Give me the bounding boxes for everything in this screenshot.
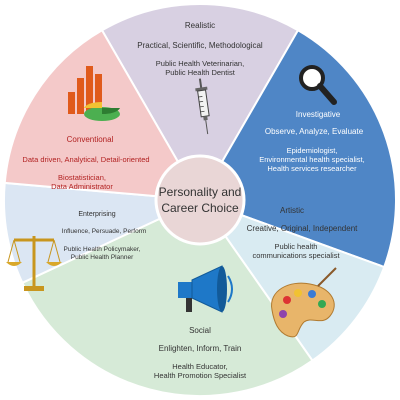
investigative-career-3: Health services researcher	[267, 164, 357, 173]
syringe-icon	[195, 78, 210, 135]
conventional-career-1: Biostatistician,	[58, 173, 106, 182]
chart-icon	[68, 66, 120, 121]
social-career-1: Health Educator,	[172, 362, 227, 371]
realistic-career-1: Public Health Veterinarian,	[156, 59, 244, 68]
conventional-title: Conventional	[67, 135, 114, 144]
magnifying-glass-icon	[299, 65, 337, 105]
megaphone-icon	[178, 265, 233, 313]
investigative-career-1: Epidemiologist,	[287, 146, 338, 155]
center-title-line1: Personality and	[159, 185, 242, 199]
investigative-career-2: Environmental health specialist,	[259, 155, 364, 164]
social-career-2: Health Promotion Specialist	[154, 371, 247, 380]
center-title-line2: Career Choice	[161, 201, 239, 215]
enterprising-title: Enterprising	[78, 211, 115, 218]
artistic-career-2: communications specialist	[252, 251, 340, 260]
artistic-traits: Creative, Original, Independent	[247, 224, 359, 233]
investigative-title: Investigative	[296, 110, 341, 119]
sector-artistic	[197, 197, 386, 362]
scales-icon	[6, 236, 62, 291]
center-hub	[154, 154, 246, 246]
realistic-title: Realistic	[185, 21, 215, 30]
realistic-career-2: Public Health Dentist	[165, 68, 236, 77]
conventional-career-2: Data Administrator	[51, 182, 113, 191]
artistic-career-1: Public health	[275, 242, 318, 251]
sector-investigative	[198, 28, 397, 269]
palette-icon	[271, 267, 337, 338]
sector-enterprising	[3, 181, 204, 285]
enterprising-traits: Influence, Persuade, Perform	[62, 228, 147, 235]
artistic-title: Artistic	[280, 206, 304, 215]
realistic-traits: Practical, Scientific, Methodological	[137, 41, 263, 50]
social-title: Social	[189, 326, 211, 335]
sector-social	[21, 198, 314, 397]
enterprising-career-2: Public Health Planner	[71, 254, 134, 261]
enterprising-career-1: Public Health Policymaker,	[64, 246, 141, 253]
investigative-traits: Observe, Analyze, Evaluate	[265, 127, 364, 136]
conventional-traits: Data driven, Analytical, Detail-oriented	[22, 155, 149, 164]
social-traits: Enlighten, Inform, Train	[159, 344, 242, 353]
